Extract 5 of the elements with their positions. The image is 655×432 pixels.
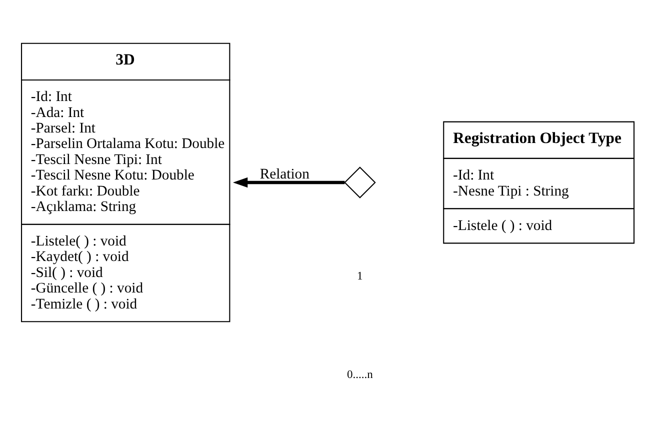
edge-label: Relation [260,166,310,182]
node-diamond [344,166,376,198]
label: 0.....n [346,368,373,380]
label: 1 [357,270,363,282]
arrow [232,176,345,188]
